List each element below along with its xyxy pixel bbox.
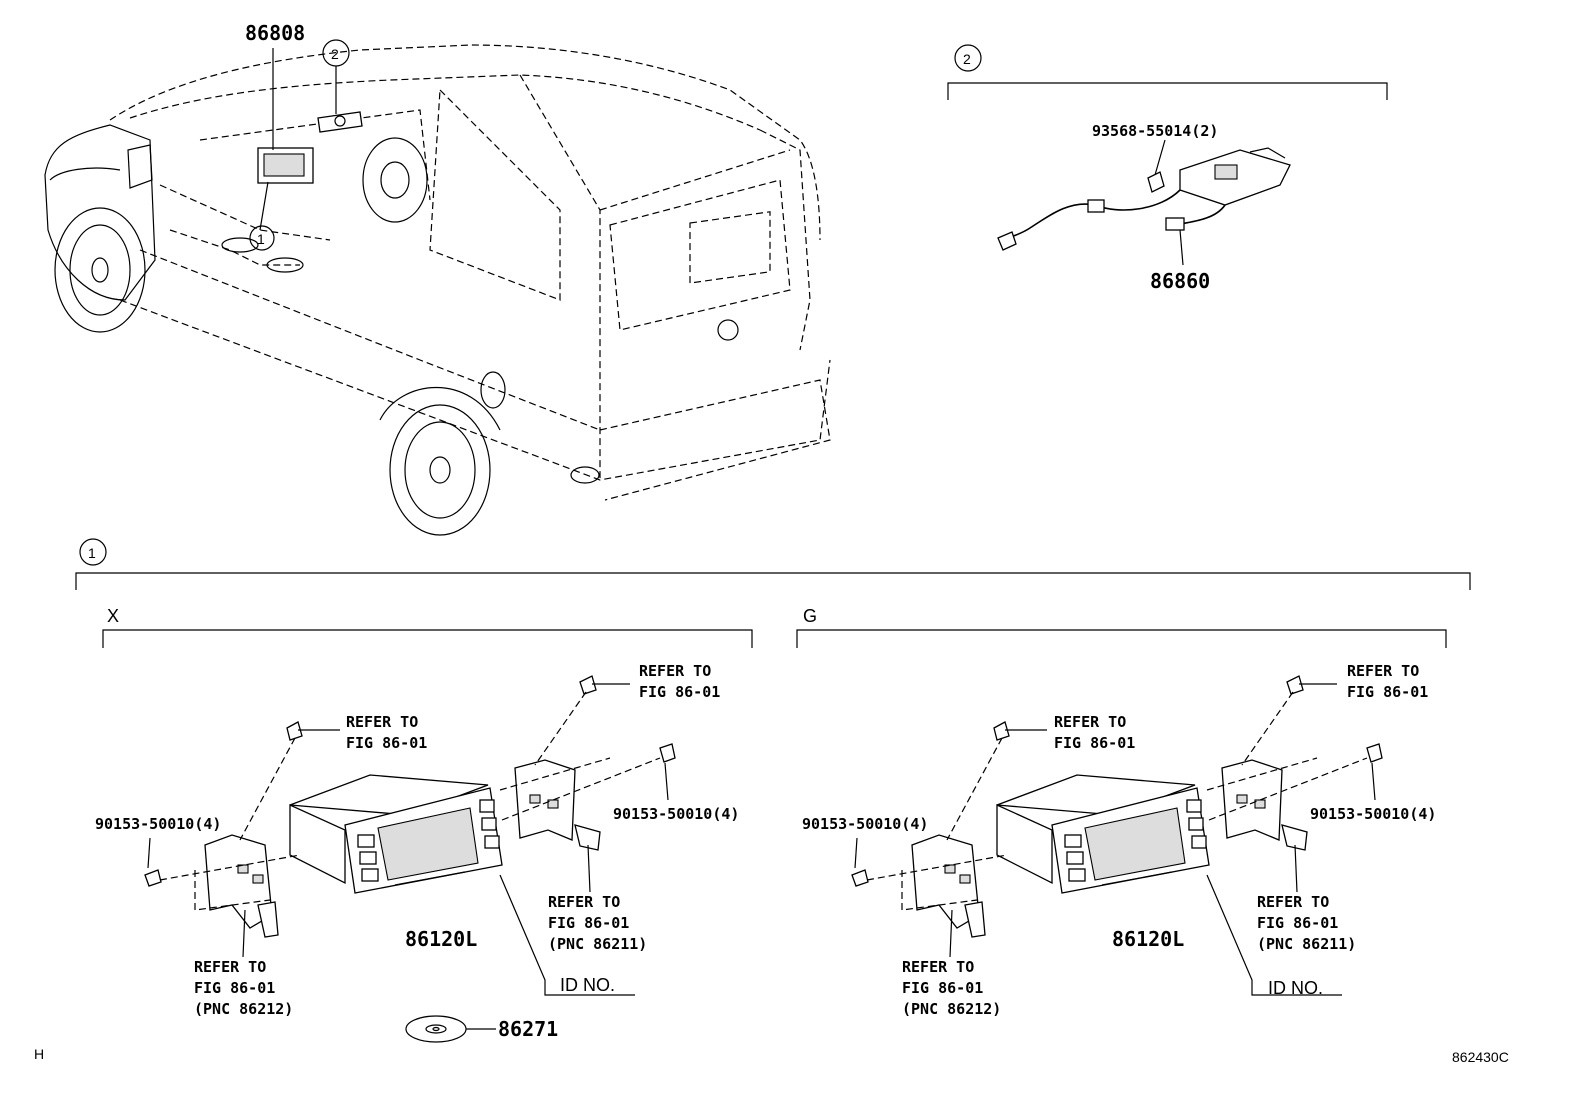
svg-text:REFER TO: REFER TO	[548, 893, 620, 911]
svg-text:REFER TO: REFER TO	[194, 958, 266, 976]
section-x-bolt-right-part: 90153-50010(4)	[613, 805, 739, 823]
svg-text:1: 1	[88, 545, 96, 561]
section-x-bolt-left-part: 90153-50010(4)	[95, 815, 221, 833]
svg-text:(PNC 86211): (PNC 86211)	[548, 935, 647, 953]
svg-text:REFER TO: REFER TO	[346, 713, 418, 731]
section-g-assembly	[851, 675, 1383, 996]
radio-part-number: 86808	[245, 21, 305, 45]
svg-text:FIG 86-01: FIG 86-01	[1054, 734, 1135, 752]
svg-text:2: 2	[963, 51, 971, 67]
vehicle-illustration	[44, 44, 831, 536]
section-x-letter: X	[107, 606, 119, 626]
svg-text:REFER TO: REFER TO	[639, 662, 711, 680]
section-g-bolt-left-part: 90153-50010(4)	[802, 815, 928, 833]
section-x-refer-bottom-left: REFER TO FIG 86-01 (PNC 86212)	[194, 958, 293, 1018]
svg-text:FIG 86-01: FIG 86-01	[902, 979, 983, 997]
footer-left-mark: H	[34, 1046, 44, 1062]
svg-text:FIG 86-01: FIG 86-01	[194, 979, 275, 997]
section-g-letter: G	[803, 606, 817, 626]
antenna-cable-part-number: 86860	[1150, 269, 1210, 293]
callout-one-header: 1	[79, 538, 107, 566]
svg-text:FIG 86-01: FIG 86-01	[1257, 914, 1338, 932]
antenna-assembly	[997, 147, 1291, 251]
svg-text:REFER TO: REFER TO	[1054, 713, 1126, 731]
figure-code: 862430C	[1452, 1049, 1509, 1065]
svg-text:FIG 86-01: FIG 86-01	[346, 734, 427, 752]
section-x-refer-bottom-right: REFER TO FIG 86-01 (PNC 86211)	[548, 893, 647, 953]
section-x-refer-top-right: REFER TO FIG 86-01	[639, 662, 720, 701]
svg-text:FIG 86-01: FIG 86-01	[1347, 683, 1428, 701]
callout-two-header: 2	[954, 44, 982, 72]
section-g-id-label: ID NO.	[1268, 978, 1323, 998]
svg-text:FIG 86-01: FIG 86-01	[548, 914, 629, 932]
callout-one-vehicle: 1	[249, 225, 275, 251]
svg-text:REFER TO: REFER TO	[902, 958, 974, 976]
svg-text:1: 1	[257, 231, 265, 247]
svg-text:(PNC 86211): (PNC 86211)	[1257, 935, 1356, 953]
svg-text:(PNC 86212): (PNC 86212)	[194, 1000, 293, 1018]
section-x-refer-top-left: REFER TO FIG 86-01	[346, 713, 427, 752]
section-g-unit-part: 86120L	[1112, 927, 1184, 951]
section-x-assembly	[144, 675, 676, 938]
svg-text:FIG 86-01: FIG 86-01	[639, 683, 720, 701]
svg-text:REFER TO: REFER TO	[1347, 662, 1419, 680]
section-g-bolt-right-part: 90153-50010(4)	[1310, 805, 1436, 823]
callout-two-vehicle: 2	[322, 39, 350, 67]
section-g-refer-bottom-right: REFER TO FIG 86-01 (PNC 86211)	[1257, 893, 1356, 953]
svg-text:2: 2	[331, 46, 339, 62]
section-x-unit-part: 86120L	[405, 927, 477, 951]
disc-icon	[405, 1015, 467, 1043]
section-g-refer-top-right: REFER TO FIG 86-01	[1347, 662, 1428, 701]
disc-part-number: 86271	[498, 1017, 558, 1041]
section-g-refer-bottom-left: REFER TO FIG 86-01 (PNC 86212)	[902, 958, 1001, 1018]
section-x-id-label: ID NO.	[560, 975, 615, 995]
section-g-refer-top-left: REFER TO FIG 86-01	[1054, 713, 1135, 752]
antenna-screw-part-number: 93568-55014(2)	[1092, 122, 1218, 140]
svg-text:REFER TO: REFER TO	[1257, 893, 1329, 911]
svg-text:(PNC 86212): (PNC 86212)	[902, 1000, 1001, 1018]
